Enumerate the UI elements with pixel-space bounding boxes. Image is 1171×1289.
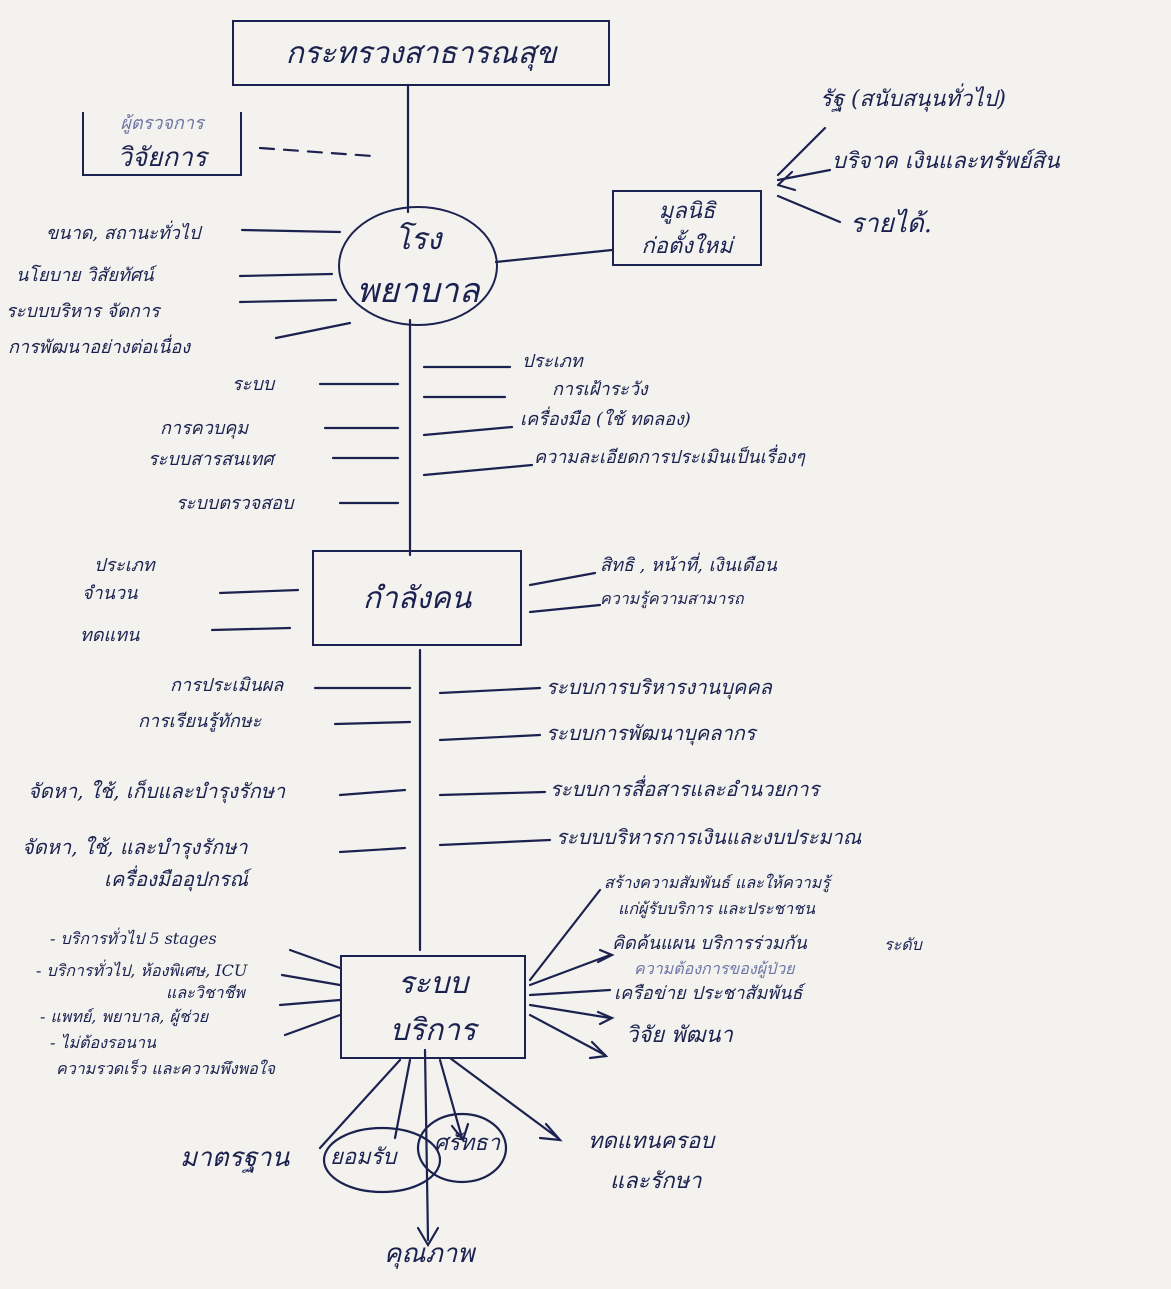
system-left-label: การควบคุม [160, 418, 249, 439]
service-box-line2: บริการ [389, 1013, 477, 1048]
foundation-box-line2: ก่อตั้งใหม่ [641, 234, 733, 259]
staff-left-label: ประเภท [94, 555, 155, 576]
service-left-label: - บริการทั่วไป 5 stages [50, 929, 217, 948]
foundation-item: บริจาค เงินและทรัพย์สิน [832, 149, 1060, 174]
service-box-line1: ระบบ [397, 966, 469, 1001]
staff-left-label: จำนวน [82, 583, 138, 604]
service-right-label: วิจัย พัฒนา [626, 1023, 733, 1048]
hospital-attr-label: นโยบาย วิสัยทัศน์ [16, 265, 154, 286]
hospital-circle: โรง พยาบาล [338, 206, 498, 326]
system-left-label: ระบบสารสนเทศ [148, 449, 274, 470]
outcome-label: ทดแทนครอบ [588, 1129, 715, 1154]
system-left-label: ระบบ [232, 374, 275, 395]
service-box: ระบบ บริการ [340, 955, 526, 1059]
hospital-attr-label: การพัฒนาอย่างต่อเนื่อง [8, 337, 191, 358]
management-right-label: ระบบการสื่อสารและอำนวยการ [550, 777, 820, 801]
foundation-item: รัฐ (สนับสนุนทั่วไป) [820, 87, 1006, 112]
service-left-label: - บริการทั่วไป, ห้องพิเศษ, ICU [36, 961, 248, 980]
service-right-label: ระดับ [884, 935, 922, 954]
monitor-box-line1: ผู้ตรวจการ [120, 113, 204, 134]
service-right-label: แก่ผู้รับบริการ และประชาชน [618, 899, 815, 918]
management-left-label: การประเมินผล [170, 675, 284, 696]
system-right-label: การเฝ้าระวัง [552, 379, 648, 400]
spine-line [423, 1048, 430, 1242]
service-left-label: - แพทย์, พยาบาล, ผู้ช่วย [40, 1007, 209, 1026]
service-right-label: ความต้องการของผู้ป่วย [634, 959, 795, 978]
outcome-label: และรักษา [610, 1169, 702, 1194]
system-left-label: ระบบตรวจสอบ [176, 493, 294, 514]
service-left-label: ความรวดเร็ว และความพึงพอใจ [56, 1059, 275, 1078]
service-right-label: เครือข่าย ประชาสัมพันธ์ [614, 983, 803, 1004]
staff-box: กำลังคน [312, 550, 522, 646]
service-left-label: และวิชาชีพ [166, 983, 245, 1002]
management-left-label: เครื่องมืออุปกรณ์ [104, 867, 249, 891]
monitor-dash [258, 146, 374, 158]
hospital-attr-label: ระบบบริหาร จัดการ [6, 301, 160, 322]
staff-right-label: ความรู้ความสามารถ [600, 589, 744, 608]
system-right-label: ประเภท [522, 351, 583, 372]
management-left-label: การเรียนรู้ทักษะ [138, 711, 262, 732]
system-right-label: เครื่องมือ (ใช้ ทดลอง) [520, 409, 691, 430]
monitor-box-line2: วิจัยการ [117, 143, 207, 173]
management-right-label: ระบบการบริหารงานบุคคล [546, 675, 772, 699]
management-left-label: จัดหา, ใช้, เก็บและบำรุงรักษา [28, 779, 286, 803]
management-right-label: ระบบการพัฒนาบุคลากร [546, 721, 756, 745]
hospital-line1: โรง [394, 221, 442, 257]
service-right-label: สร้างความสัมพันธ์ และให้ความรู้ [604, 873, 830, 892]
service-left-label: - ไม่ต้องรอนาน [50, 1033, 156, 1052]
management-right-label: ระบบบริหารการเงินและงบประมาณ [556, 825, 862, 849]
foundation-box: มูลนิธิ ก่อตั้งใหม่ [612, 190, 762, 266]
outcome-label: ยอมรับ [330, 1145, 397, 1170]
outcome-label: ศรัทธา [434, 1131, 501, 1156]
hospital-attr-label: ขนาด, สถานะทั่วไป [46, 223, 201, 244]
management-left-label: จัดหา, ใช้, และบำรุงรักษา [22, 835, 248, 859]
monitor-box: ผู้ตรวจการ วิจัยการ [82, 112, 242, 176]
ministry-box: กระทรวงสาธารณสุข [232, 20, 610, 86]
staff-right-label: สิทธิ , หน้าที่, เงินเดือน [600, 555, 777, 576]
outcome-quality-label: คุณภาพ [384, 1239, 475, 1269]
foundation-box-line1: มูลนิธิ [658, 199, 716, 224]
hospital-line2: พยาบาล [356, 270, 480, 311]
service-right-label: คิดค้นแผน บริการร่วมกัน [612, 933, 807, 954]
outcome-label: มาตรฐาน [180, 1143, 290, 1173]
staff-left-label: ทดแทน [80, 625, 140, 646]
system-right-label: ความละเอียดการประเมินเป็นเรื่องๆ [534, 447, 805, 468]
foundation-item: รายได้. [850, 209, 933, 239]
